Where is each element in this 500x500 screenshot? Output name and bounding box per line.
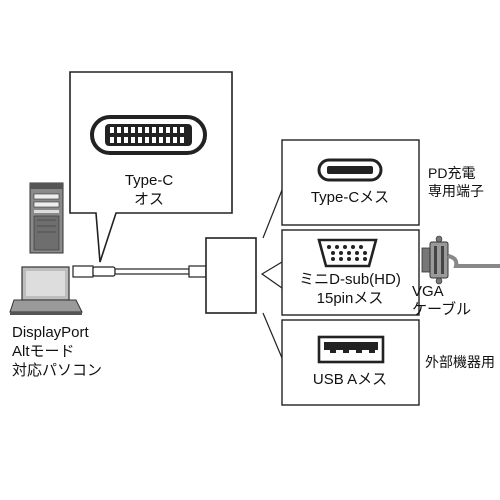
vga-cable-icon bbox=[421, 235, 500, 285]
device-label-pd-line2: 専用端子 bbox=[428, 183, 484, 199]
port-label-vga: ミニD-sub(HD) 15pinメス bbox=[285, 270, 415, 308]
tower-pc-icon bbox=[29, 182, 64, 254]
device-label-usb-line1: 外部機器用 bbox=[425, 354, 495, 370]
port-label-type-c: Type-Cメス bbox=[285, 188, 415, 207]
port-box-usb bbox=[281, 319, 420, 406]
type-c-port-icon bbox=[317, 158, 383, 182]
device-label-usb: 外部機器用 bbox=[425, 353, 495, 371]
device-label-pd-line1: PD充電 bbox=[428, 165, 476, 181]
callout-label: Type-C オス bbox=[84, 171, 214, 209]
callout-label-line2: オス bbox=[133, 191, 164, 208]
laptop-icon bbox=[9, 266, 83, 315]
usb-c-cable bbox=[72, 265, 207, 278]
port-label-vga-line1: ミニD-sub(HD) bbox=[299, 271, 401, 288]
pc-label-line3: 対応パソコン bbox=[12, 362, 103, 379]
type-c-plug-icon bbox=[90, 115, 207, 155]
port-label-type-c-line1: Type-Cメス bbox=[310, 189, 390, 206]
pointer-vga bbox=[260, 261, 283, 289]
callout-bubble bbox=[69, 71, 233, 263]
adapter-body bbox=[205, 237, 257, 314]
pc-label-line1: DisplayPort bbox=[12, 324, 89, 341]
device-label-vga-line2: ケーブル bbox=[412, 301, 472, 318]
pointer-type-c bbox=[262, 189, 283, 239]
port-label-vga-line2: 15pinメス bbox=[316, 290, 384, 307]
pc-label-line2: Altモード bbox=[12, 343, 75, 360]
vga-port-icon bbox=[317, 238, 378, 268]
callout-label-line1: Type-C bbox=[124, 172, 174, 189]
device-label-vga-line1: VGA bbox=[412, 283, 444, 300]
pc-label: DisplayPort Altモード 対応パソコン bbox=[12, 323, 102, 380]
port-box-type-c bbox=[281, 139, 420, 226]
device-label-vga: VGA ケーブル bbox=[412, 283, 471, 319]
usb-a-port-icon bbox=[317, 335, 385, 364]
pointer-usb bbox=[262, 312, 283, 359]
port-label-usb-line1: USB Aメス bbox=[312, 371, 388, 388]
device-label-pd: PD充電 専用端子 bbox=[428, 164, 484, 200]
port-label-usb: USB Aメス bbox=[285, 370, 415, 389]
